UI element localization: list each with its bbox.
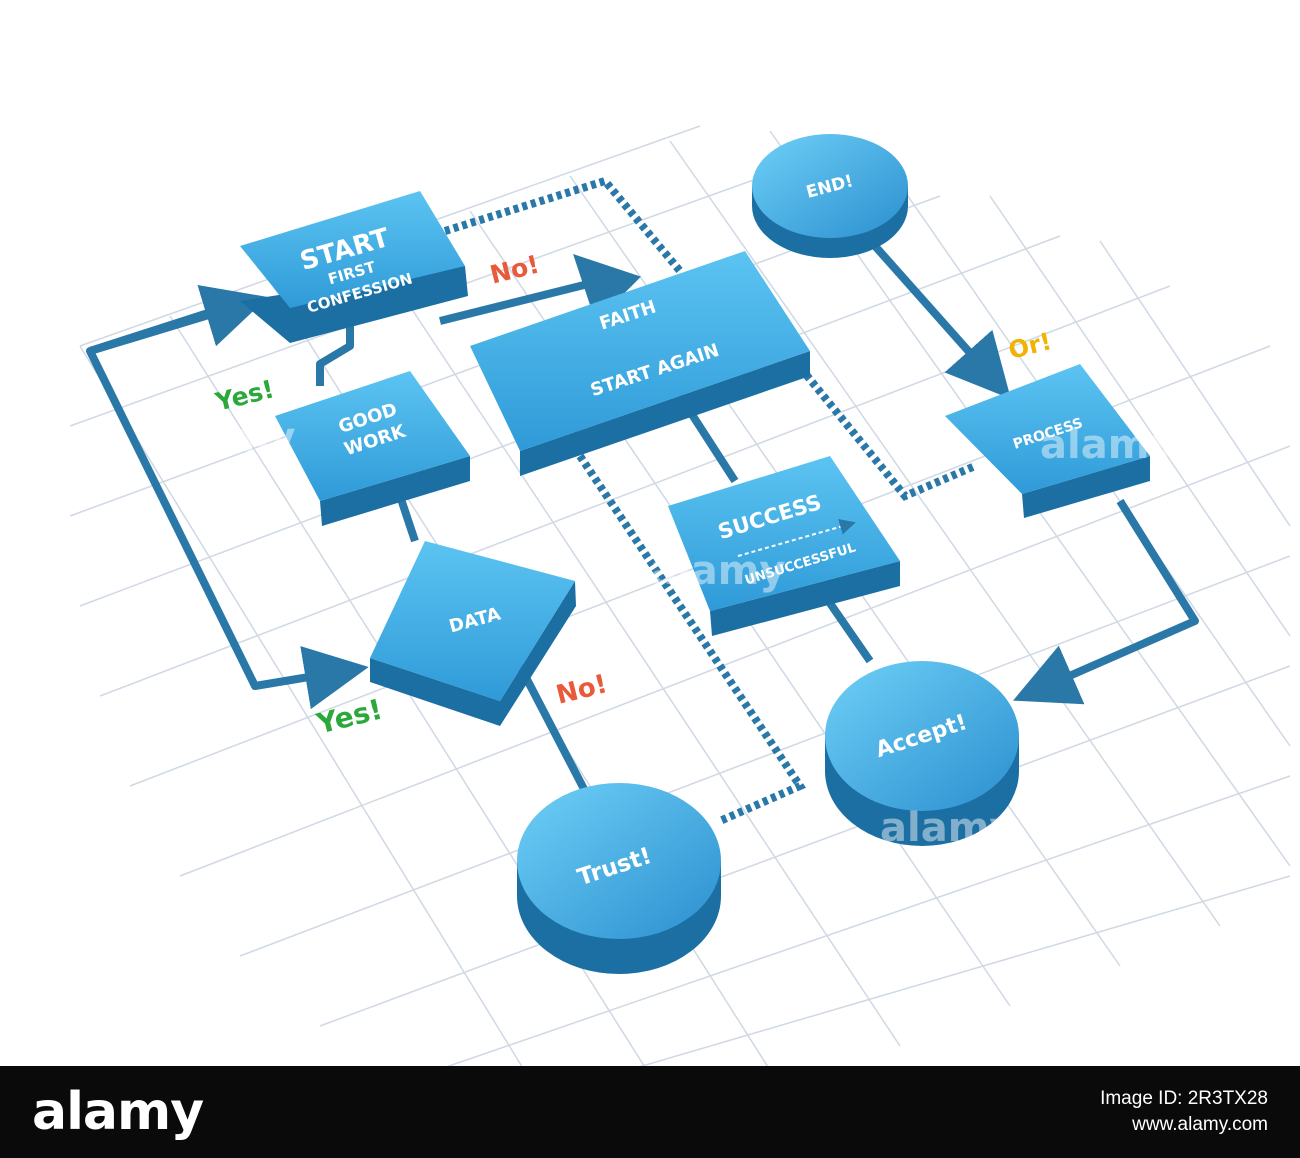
node-accept: Accept! — [825, 661, 1019, 846]
node-success: SUCCESS UNSUCCESSFUL — [668, 456, 900, 636]
watermark: alamy — [880, 805, 1015, 851]
node-data: DATA — [370, 541, 576, 726]
label-no-bottom: No! — [553, 669, 610, 711]
footer-info: Image ID: 2R3TX28 www.alamy.com — [1100, 1086, 1268, 1138]
dotted-connectors — [443, 176, 977, 825]
footer-bar: alamy Image ID: 2R3TX28 www.alamy.com — [0, 1066, 1300, 1158]
image-id: Image ID: 2R3TX28 — [1100, 1088, 1268, 1109]
watermark: alamy — [650, 548, 785, 594]
watermark: alamy — [160, 415, 295, 461]
watermark: alamy — [1040, 422, 1175, 468]
node-goodwork: GOOD WORK — [275, 371, 470, 526]
node-trust: Trust! — [517, 783, 721, 974]
alamy-logo: alamy — [32, 1082, 204, 1142]
node-process: PROCESS — [945, 364, 1150, 518]
footer-url: www.alamy.com — [1132, 1114, 1268, 1135]
label-no-top: No! — [487, 249, 542, 289]
node-faith: FAITH START AGAIN — [470, 251, 810, 476]
label-or: Or! — [1006, 327, 1055, 365]
node-start: START FIRST CONFESSION — [240, 191, 468, 343]
success-arrow-right — [737, 519, 856, 557]
label-yes-top: Yes! — [212, 374, 277, 417]
label-yes-bottom: Yes! — [313, 693, 386, 741]
node-end: END! — [752, 134, 908, 258]
